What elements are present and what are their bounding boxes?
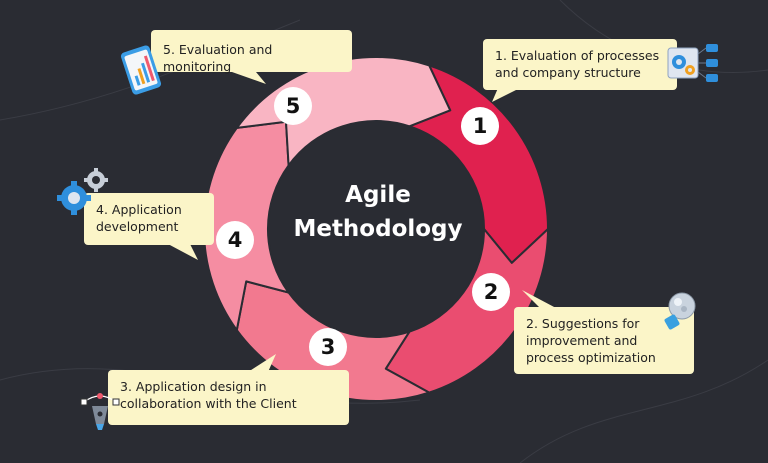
step-3-callout-tail — [248, 354, 276, 372]
step-4-callout-tail — [168, 244, 198, 260]
step-2-number: 2 — [472, 273, 510, 311]
step-1-callout-tail — [492, 88, 520, 102]
step-1-callout: 1. Evaluation of processes and company s… — [483, 39, 677, 90]
step-4-text-line-1: 4. Application — [96, 202, 182, 217]
pen-tool-icon — [80, 393, 120, 430]
step-2-text-line-1: 2. Suggestions for — [526, 316, 640, 331]
step-4-text-line-2: development — [96, 219, 179, 234]
step-1-number: 1 — [461, 107, 499, 145]
step-5-callout: 5. Evaluation and monitoring — [151, 30, 352, 74]
step-3-callout: 3. Application design in collaboration w… — [108, 370, 349, 425]
gears-icon — [57, 168, 108, 215]
step-2-text-line-2: improvement and — [526, 333, 638, 348]
step-5-callout-tail — [232, 72, 266, 84]
step-5-number: 5 — [274, 87, 312, 125]
step-3-text-line-1: 3. Application design in — [120, 379, 267, 394]
step-1-text-line-1: 1. Evaluation of processes — [495, 48, 660, 63]
lightbulb-icon — [664, 292, 696, 330]
step-2-callout-tail — [522, 290, 556, 308]
step-3-number: 3 — [309, 328, 347, 366]
chart-tablet-icon — [120, 45, 162, 95]
step-2-callout: 2. Suggestions for improvement and proce… — [514, 307, 694, 374]
cycle-ring — [202, 55, 549, 403]
step-3-text-line-2: collaboration with the Client — [120, 396, 297, 411]
center-circle — [269, 122, 483, 336]
step-4-number: 4 — [216, 221, 254, 259]
diagram-title: Agile Methodology — [278, 178, 478, 246]
gears-flowchart-icon — [667, 44, 718, 82]
diagram-title-line-2: Methodology — [293, 216, 463, 242]
cycle-segment-5 — [235, 55, 452, 167]
step-1-text-line-2: and company structure — [495, 65, 641, 80]
step-2-text-line-3: process optimization — [526, 350, 656, 365]
diagram-title-line-1: Agile — [345, 182, 411, 208]
step-5-text-line-1: 5. Evaluation and monitoring — [163, 42, 273, 74]
step-4-callout: 4. Application development — [84, 193, 214, 245]
